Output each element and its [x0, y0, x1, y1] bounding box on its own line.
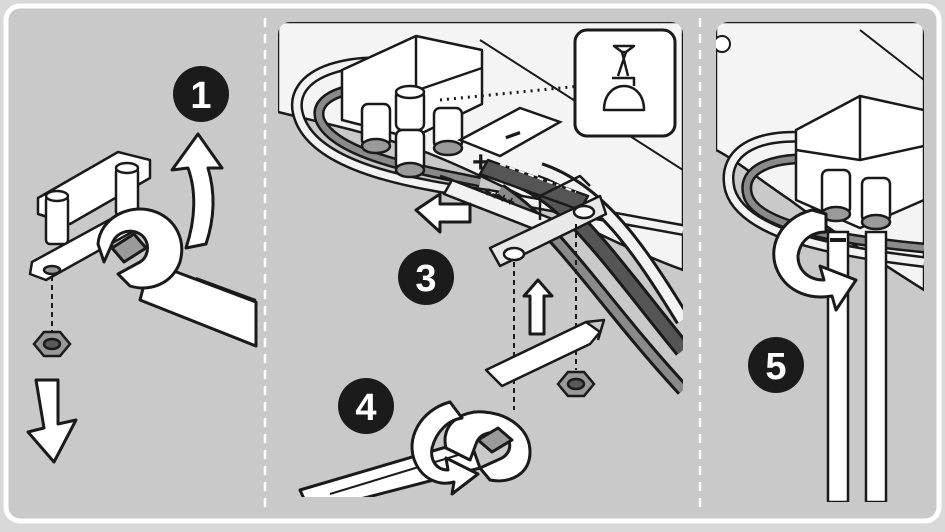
pendant-lamp-icon: [602, 44, 646, 112]
panel-step-5: 5: [716, 22, 924, 502]
strain-relief-bracket: [28, 150, 152, 282]
polarity-plate: [457, 106, 564, 158]
step-number-3: 3: [415, 258, 436, 300]
terminal-block: [340, 34, 484, 179]
cable-clamp: [488, 174, 608, 268]
push-arrow-icon: [414, 192, 472, 234]
step-badge-1: 1: [173, 66, 229, 122]
up-arrow-icon: [522, 278, 554, 336]
rotate-arrow-icon: [170, 132, 224, 250]
outer-frame: [3, 3, 942, 524]
step-badge-4: 4: [338, 378, 394, 434]
step-badge-5: 5: [748, 337, 804, 393]
wrench-icon: [96, 207, 258, 348]
rotate-arrow-icon-3: [772, 208, 858, 312]
nut-icon: [32, 330, 72, 358]
callout-leader-line: [439, 84, 581, 102]
step-badge-3: 3: [398, 249, 454, 305]
down-arrow-icon: [26, 378, 78, 464]
step-number-5: 5: [765, 346, 786, 388]
step-number-4: 4: [355, 387, 376, 429]
clamp-bracket: [484, 318, 606, 388]
panel-step-1: 1: [26, 66, 258, 464]
terminal-block-2: [794, 94, 924, 231]
rotate-arrow-icon-2: [410, 400, 480, 496]
step-number-1: 1: [190, 75, 211, 117]
nut-icon-2: [556, 370, 596, 398]
panel-step-3-4: + − ++++: [278, 22, 683, 497]
lamp-callout: [573, 28, 677, 138]
